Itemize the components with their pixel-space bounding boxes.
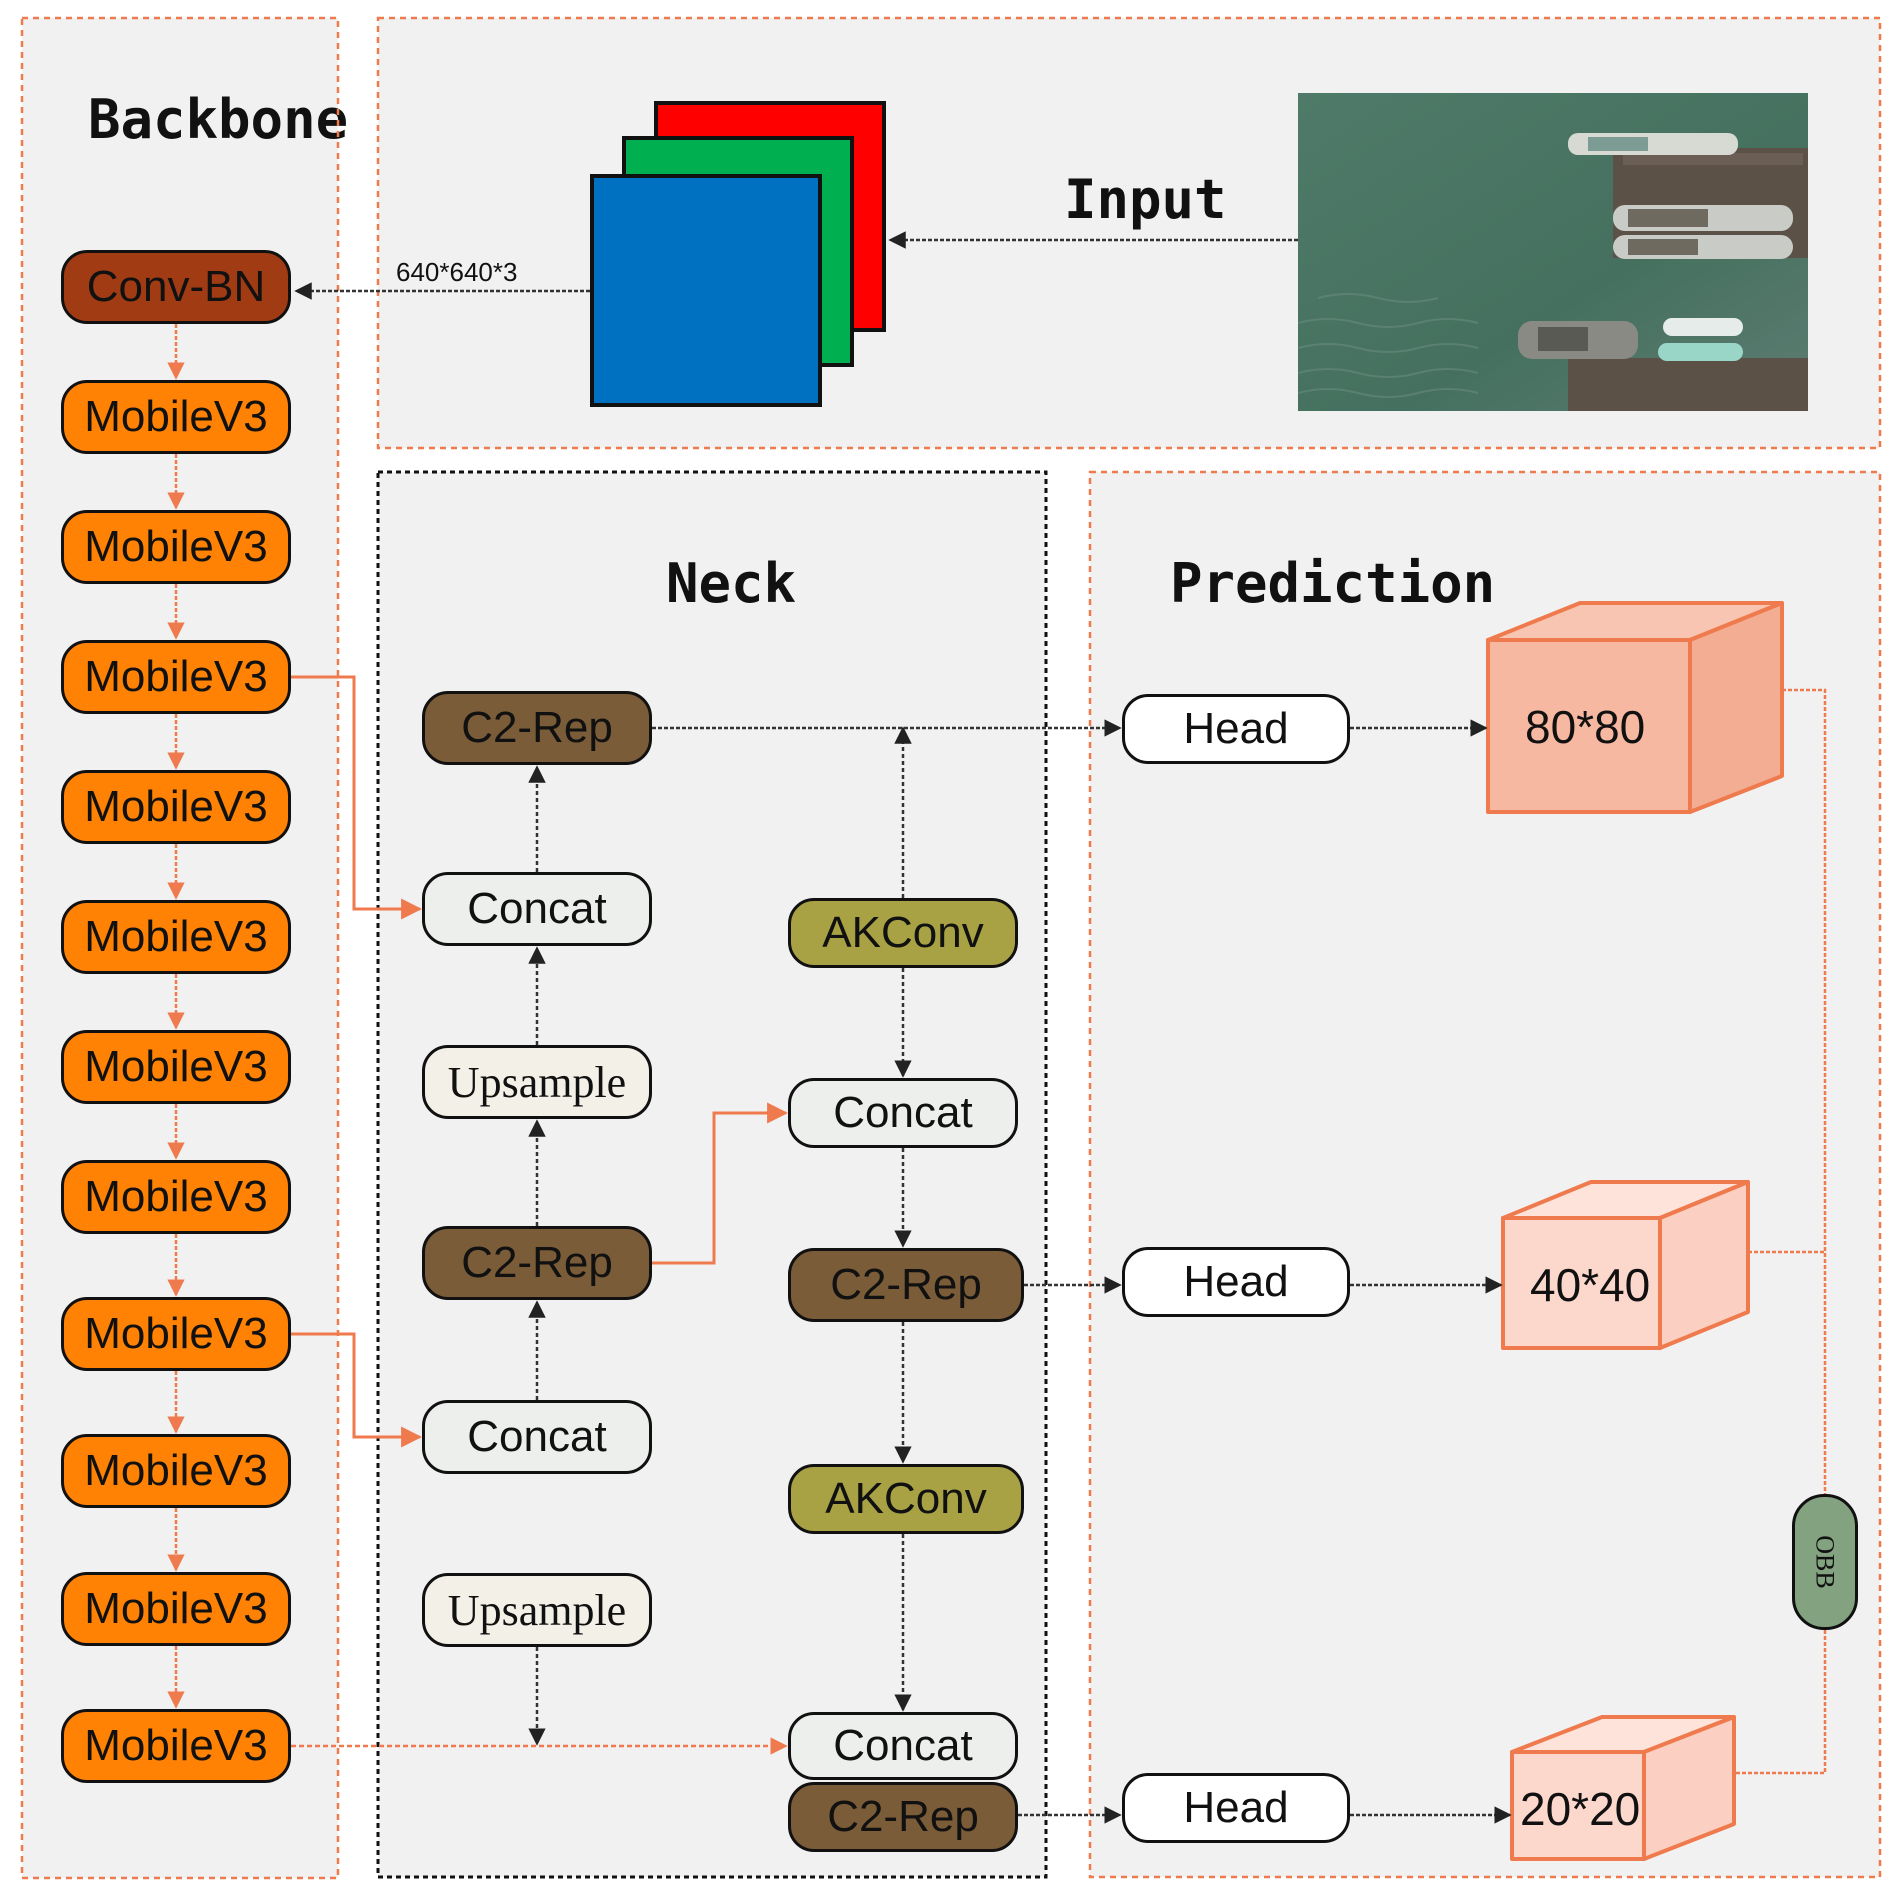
- head-medium: Head: [1122, 1247, 1350, 1317]
- neck-concat-mid: Concat: [422, 1400, 652, 1474]
- skip-mobilev3-3-to-concat-top: [291, 675, 423, 920]
- mobilev3-block-2: MobileV3: [61, 510, 291, 584]
- neck-upsample-bottom: Upsample: [422, 1573, 652, 1647]
- mobilev3-block-6: MobileV3: [61, 1030, 291, 1104]
- neck-akconv-top: AKConv: [788, 898, 1018, 968]
- output-20-label: 20*20: [1520, 1783, 1641, 1835]
- obb-block: OBB: [1792, 1494, 1858, 1630]
- neck-panel-border: [376, 470, 1048, 1879]
- mobilev3-block-4: MobileV3: [61, 770, 291, 844]
- neck-concat-right-mid: Concat: [788, 1078, 1018, 1148]
- mobilev3-block-9: MobileV3: [61, 1434, 291, 1508]
- blue-channel: [590, 174, 822, 407]
- prediction-panel-border: [1088, 470, 1882, 1879]
- neck-title: Neck: [666, 552, 797, 615]
- cube-80-front: [1486, 638, 1692, 814]
- input-aerial-image: [1298, 93, 1808, 411]
- neck-concat-right-bottom: Concat: [788, 1712, 1018, 1780]
- conv-bn-block: Conv-BN: [61, 250, 291, 324]
- mobilev3-block-11: MobileV3: [61, 1709, 291, 1783]
- mobilev3-block-7: MobileV3: [61, 1160, 291, 1234]
- neck-c2rep-top: C2-Rep: [422, 691, 652, 765]
- neck-upsample-top: Upsample: [422, 1045, 652, 1119]
- output-80-to-obb: [1782, 688, 1827, 1494]
- input-panel-border: [376, 16, 1882, 450]
- mobilev3-block-3: MobileV3: [61, 640, 291, 714]
- mobilev3-block-5: MobileV3: [61, 900, 291, 974]
- input-size-label: 640*640*3: [396, 257, 518, 287]
- prediction-title: Prediction: [1170, 552, 1496, 615]
- backbone-panel-border: [20, 16, 340, 1880]
- cube-20-front: [1510, 1750, 1646, 1861]
- neck-c2rep-right-mid: C2-Rep: [788, 1248, 1024, 1322]
- neck-concat-top: Concat: [422, 872, 652, 946]
- aerial-harbor-picture: [1298, 93, 1808, 411]
- mobilev3-block-1: MobileV3: [61, 380, 291, 454]
- obb-to-output-20: [1734, 1630, 1827, 1775]
- cube-40-front: [1501, 1216, 1662, 1350]
- skip-mobilev3-8-to-concat-mid: [291, 1332, 423, 1448]
- neck-c2rep-mid: C2-Rep: [422, 1226, 652, 1300]
- neck-c2rep-right-bottom: C2-Rep: [788, 1782, 1018, 1852]
- head-large: Head: [1122, 694, 1350, 764]
- mobilev3-block-8: MobileV3: [61, 1297, 291, 1371]
- output-80-label: 80*80: [1525, 701, 1646, 753]
- neck-akconv-bottom: AKConv: [788, 1464, 1024, 1534]
- skip-c2rep-mid-to-concat-right: [652, 1102, 789, 1265]
- input-title: Input: [1064, 168, 1227, 231]
- head-small: Head: [1122, 1773, 1350, 1843]
- mobilev3-block-10: MobileV3: [61, 1572, 291, 1646]
- backbone-title: Backbone: [88, 88, 349, 151]
- output-40-label: 40*40: [1530, 1259, 1651, 1311]
